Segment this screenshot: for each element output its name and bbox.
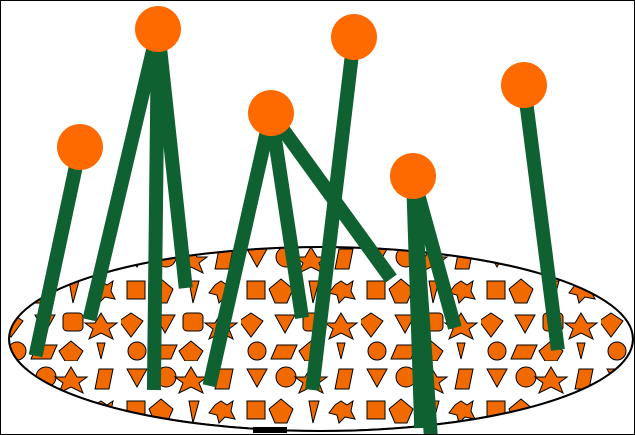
knob-5-center [412,175,414,177]
knob-3-icon[interactable] [331,14,377,60]
tray-foot [253,427,287,433]
knob-2-icon[interactable] [135,6,181,52]
knob-1-icon[interactable] [57,124,103,170]
knob-4-icon[interactable] [248,90,294,136]
stick-11[interactable] [413,176,421,421]
knob-6-icon[interactable] [501,62,547,108]
